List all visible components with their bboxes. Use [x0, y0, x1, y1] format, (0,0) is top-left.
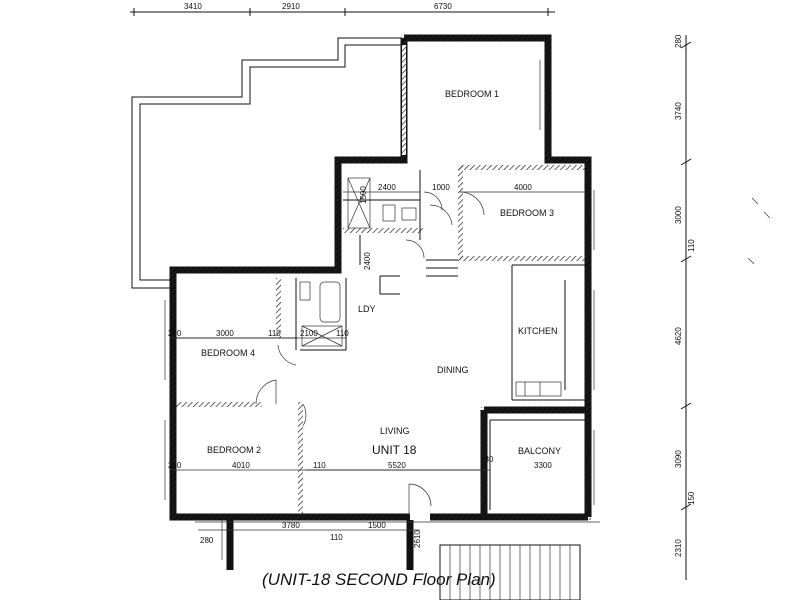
dim-bottom-b: 1500	[368, 521, 386, 530]
dim-top-3: 6730	[434, 2, 452, 11]
kitchen-stove	[515, 381, 562, 397]
dim-bed3-width: 4000	[514, 183, 532, 192]
interior-walls	[176, 170, 585, 510]
room-label-balcony: BALCONY	[518, 446, 561, 456]
dim-ldy-width: 2100	[300, 329, 318, 338]
staircase	[195, 520, 600, 600]
margin-marks	[747, 197, 771, 265]
dim-wall-b: 110	[336, 329, 349, 338]
room-label-bedroom-1: BEDROOM 1	[445, 89, 499, 99]
dim-right-4: 110	[687, 239, 696, 252]
top-dimension-line: 3410 2910 6730	[130, 2, 555, 16]
dim-bottom-vertical: 2610	[413, 530, 422, 548]
dim-bottom-wall: 110	[330, 533, 343, 542]
dim-right-1: 280	[674, 34, 683, 48]
dim-bottom-a: 3780	[282, 521, 300, 530]
laundry-tub	[299, 281, 311, 301]
dim-right-6: 3090	[674, 450, 683, 468]
dim-bath-height: 1500	[359, 186, 368, 204]
dim-right-2: 3740	[674, 102, 683, 120]
dim-right-5: 4620	[674, 327, 683, 345]
terrace-outline	[131, 37, 402, 289]
doors	[255, 191, 485, 516]
room-label-bedroom-2: BEDROOM 2	[207, 445, 261, 455]
dim-right-8: 2310	[674, 539, 683, 557]
dim-bed2-left: 280	[168, 461, 182, 470]
room-label-kitchen: KITCHEN	[518, 326, 558, 336]
dim-wall-d: 280	[480, 455, 494, 464]
dim-top-1: 3410	[184, 2, 202, 11]
dim-right-7: 150	[687, 491, 696, 505]
room-label-dining: DINING	[437, 365, 469, 375]
toilet	[382, 204, 396, 222]
dim-bottom-left: 280	[200, 536, 214, 545]
dim-bed4-width: 3000	[216, 329, 234, 338]
dim-ensuite-width: 1000	[432, 183, 450, 192]
interior-dimensions: 2400 1500 1000 4000 2400 280 3000 110 21…	[168, 183, 585, 548]
bathtub	[319, 281, 341, 323]
vanity	[401, 207, 417, 221]
dim-wall-c: 110	[313, 461, 326, 470]
room-label-bedroom-4: BEDROOM 4	[201, 348, 255, 358]
dim-wall-a: 110	[268, 329, 281, 338]
wall-hatching	[170, 35, 591, 520]
unit-label: UNIT 18	[372, 443, 417, 457]
dim-bed4-left: 280	[168, 329, 182, 338]
dim-balcony-width: 3300	[534, 461, 552, 470]
dim-right-3: 3000	[674, 206, 683, 224]
right-dimension-line: 280 3740 3000 110 4620 3090 150 2310	[674, 34, 696, 580]
dim-living-width: 5520	[388, 461, 406, 470]
windows	[164, 60, 595, 560]
dim-bath-width: 2400	[378, 183, 396, 192]
dim-hall-height: 2400	[363, 252, 372, 270]
room-label-living: LIVING	[380, 426, 410, 436]
fixtures	[299, 177, 562, 397]
dim-top-2: 2910	[282, 2, 300, 11]
room-label-bedroom-3: BEDROOM 3	[500, 208, 554, 218]
room-label-laundry: LDY	[358, 304, 376, 314]
plan-caption: (UNIT-18 SECOND Floor Plan)	[262, 570, 496, 589]
laundry-machine	[301, 325, 343, 347]
shower-enclosure	[347, 177, 371, 229]
dim-bed2-width: 4010	[232, 461, 250, 470]
